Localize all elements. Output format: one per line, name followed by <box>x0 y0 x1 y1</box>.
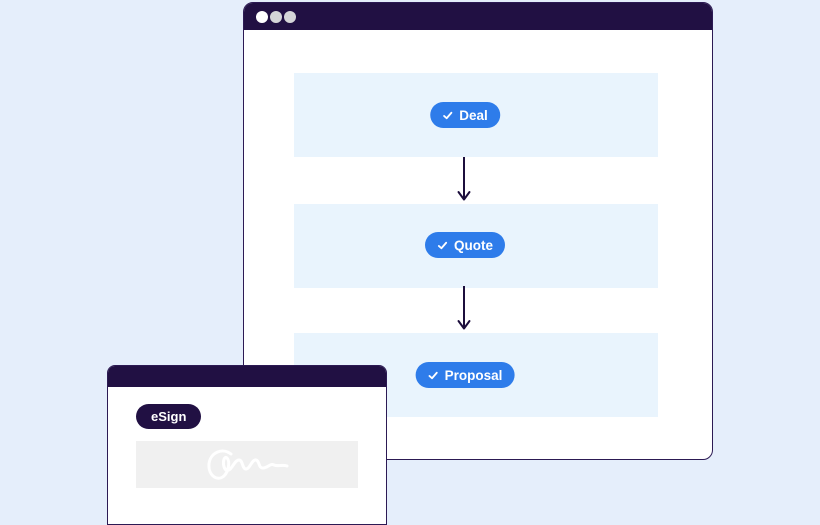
window-dot-3 <box>284 10 296 23</box>
proposal-button-label: Proposal <box>444 367 503 383</box>
esign-badge: eSign <box>136 404 202 429</box>
check-icon <box>437 241 448 249</box>
esign-window: eSign <box>107 365 387 525</box>
proposal-button[interactable]: Proposal <box>415 362 515 388</box>
quote-button-label: Quote <box>454 237 493 253</box>
window-dot-1 <box>256 10 268 23</box>
arrow-down-icon <box>457 286 471 330</box>
check-icon <box>443 111 453 119</box>
esign-titlebar <box>108 366 386 387</box>
deal-button-label: Deal <box>459 107 488 123</box>
arrow-down-icon <box>457 157 471 201</box>
workflow-window: Deal Quote Proposal <box>243 2 713 460</box>
check-icon <box>428 371 438 379</box>
deal-button[interactable]: Deal <box>430 102 500 128</box>
esign-badge-label: eSign <box>151 409 187 424</box>
quote-button[interactable]: Quote <box>425 232 505 258</box>
signature-field[interactable] <box>136 441 358 488</box>
window-dot-2 <box>270 10 282 23</box>
window-titlebar <box>244 3 712 30</box>
signature-scribble-icon <box>207 449 289 480</box>
